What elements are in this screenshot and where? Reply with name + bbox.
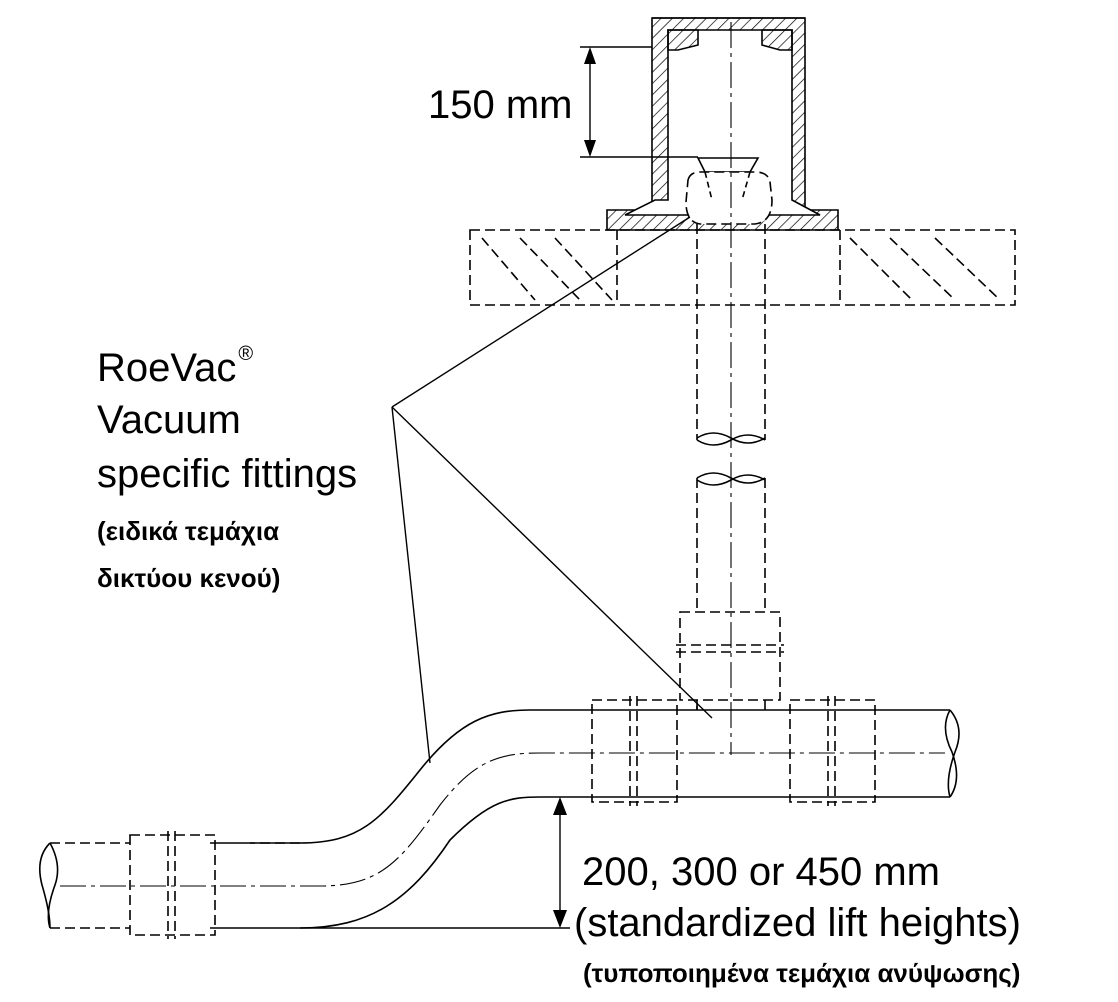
drawing-lines bbox=[39, 17, 1016, 939]
lift-label-line1: 200, 300 or 450 mm bbox=[582, 850, 940, 894]
floor-slab bbox=[469, 229, 1016, 306]
fittings-greek-line1: (ειδικά τεμάχια bbox=[97, 516, 280, 546]
valve-housing bbox=[606, 17, 839, 231]
arrow-up-lift bbox=[553, 797, 567, 815]
fittings-label-line3: specific fittings bbox=[97, 452, 358, 496]
dimension-150-label: 150 mm bbox=[428, 83, 573, 127]
riser-pipe bbox=[696, 224, 766, 612]
lift-label-greek: (τυποποιημένα τεμάχια ανύψωσης) bbox=[583, 958, 1021, 988]
arrow-up-150 bbox=[584, 47, 596, 64]
brand-name: RoeVac bbox=[97, 346, 237, 390]
fittings-label-line2: Vacuum bbox=[97, 398, 241, 442]
fittings-label-line1: RoeVac® bbox=[97, 344, 253, 390]
lift-label-line2: (standardized lift heights) bbox=[574, 901, 1021, 945]
registered-mark: ® bbox=[238, 343, 254, 365]
pipe-couplings bbox=[129, 696, 876, 939]
main-pipe bbox=[50, 709, 950, 929]
fittings-greek-line2: δικτύου κενού) bbox=[97, 563, 281, 593]
dimension-lift bbox=[300, 800, 570, 929]
arrow-down-150 bbox=[584, 140, 596, 157]
right-break-mark bbox=[947, 709, 960, 798]
arrow-down-lift bbox=[553, 910, 567, 928]
leader-lines bbox=[391, 216, 713, 764]
dimension-150 bbox=[580, 46, 698, 158]
left-break-mark bbox=[39, 842, 51, 929]
riser-coupling bbox=[676, 611, 784, 701]
center-lines bbox=[60, 22, 945, 887]
valve-cup bbox=[685, 157, 773, 225]
